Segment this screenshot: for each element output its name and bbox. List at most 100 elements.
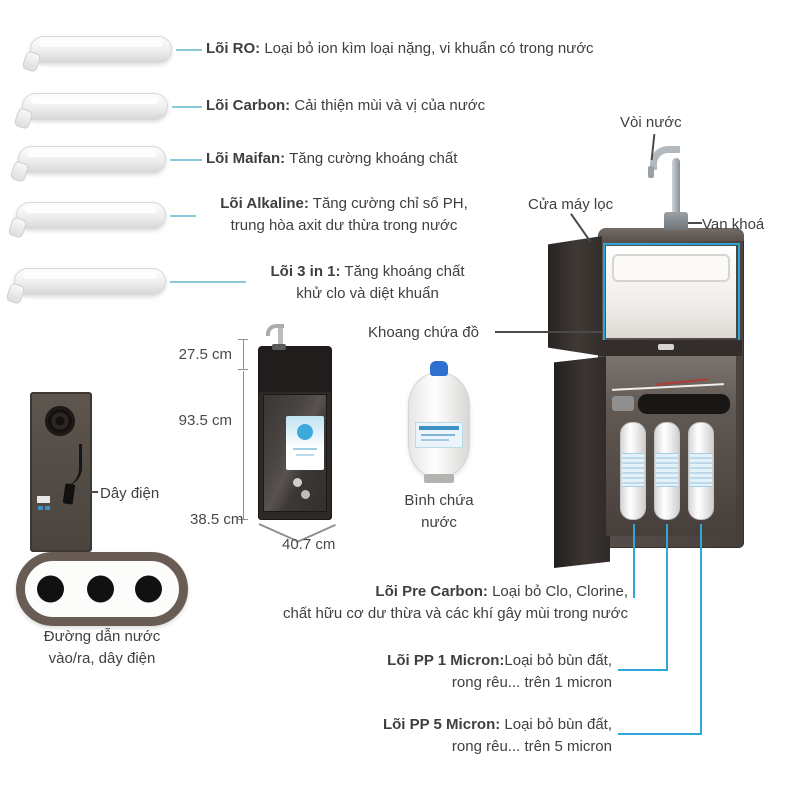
dim-line-93 xyxy=(243,371,244,519)
filter-name: Lõi PP 5 Micron: xyxy=(382,716,501,733)
faucet-pipe xyxy=(672,158,680,216)
filter-name: Lõi Pre Carbon: xyxy=(375,583,488,600)
connector-line-alkaline xyxy=(170,215,196,217)
inner-filter-pp1 xyxy=(654,422,680,520)
filter-door-pointer-line xyxy=(570,213,591,243)
dim-line-27 xyxy=(243,339,244,369)
dim-tick-mid xyxy=(238,369,248,370)
dim-label-27: 27.5 cm xyxy=(178,346,232,363)
back-sticker xyxy=(37,496,50,503)
inner-filter-pp5 xyxy=(688,422,714,520)
vent-grill-icon xyxy=(45,406,75,436)
dim-label-width: 38.5 cm xyxy=(190,511,244,528)
storage-label: Khoang chứa đồ xyxy=(368,324,479,341)
front-faucet-curve xyxy=(266,324,284,336)
dim-tick-bottom xyxy=(238,519,248,520)
pp5-label: Lõi PP 5 Micron: Loại bỏ bùn đất, rong r… xyxy=(312,714,612,758)
filter-label-alkaline: Lõi Alkaline: Tăng cường chỉ số PH, trun… xyxy=(198,193,490,237)
filter-cartridge-alkaline xyxy=(16,202,166,229)
filter-cartridge-3in1 xyxy=(14,268,166,295)
front-machine-poster xyxy=(286,416,324,470)
storage-highlight-box xyxy=(603,243,740,343)
filter-sticker xyxy=(690,453,712,487)
sticker-text-line xyxy=(421,439,449,441)
faucet-spout-tip xyxy=(648,166,654,178)
filter-label-carbon: Lõi Carbon: Cải thiện mùi và vị của nước xyxy=(206,95,485,117)
storage-pointer-line xyxy=(495,331,603,333)
storage-tray xyxy=(612,254,730,282)
filter-desc: Loại bỏ Clo, Clorine, xyxy=(487,583,628,600)
sticker-band xyxy=(419,426,459,430)
filter-desc: Loại bỏ bùn đất, xyxy=(504,652,612,669)
filter-sticker xyxy=(656,453,678,487)
cabinet-door-bottom-open xyxy=(554,356,610,568)
cable-pointer-line xyxy=(82,491,98,493)
power-cable xyxy=(60,444,82,486)
dim-label-93: 93.5 cm xyxy=(178,412,232,429)
filter-name: Lõi RO: xyxy=(206,40,261,57)
filter-cartridge-ro xyxy=(30,36,172,63)
filter-desc-line2: trung hòa axit dư thừa trong nước xyxy=(230,217,458,234)
pre-carbon-label: Lõi Pre Carbon: Loại bỏ Clo, Clorine, ch… xyxy=(228,581,628,625)
valve-pointer-line xyxy=(688,222,702,224)
cabinet-door-top-open xyxy=(548,236,602,356)
front-faucet-base xyxy=(272,344,286,350)
filter-door-label: Cửa máy lọc xyxy=(528,196,614,213)
filter-name: Lõi PP 1 Micron: xyxy=(387,652,505,669)
connector-line-3in1 xyxy=(170,281,246,283)
port-hole xyxy=(87,575,114,603)
dim-label-depth: 40.7 cm xyxy=(282,536,336,553)
dispenser-knob xyxy=(293,478,302,487)
back-port-blue xyxy=(38,506,43,510)
filter-desc: Loại bỏ ion kìm loại nặng, vi khuẩn có t… xyxy=(260,40,594,57)
cable-arrow-icon xyxy=(76,488,83,496)
filter-desc: Tăng cường chỉ số PH, xyxy=(308,195,468,212)
valve-label: Van khoá xyxy=(702,216,765,233)
front-faucet-pipe xyxy=(278,328,283,348)
faucet-valve-base xyxy=(664,212,688,230)
front-machine-top-panel xyxy=(259,347,331,392)
poster-text-line xyxy=(296,454,314,456)
connector-line-ro xyxy=(176,49,202,51)
tank-sticker xyxy=(415,422,463,448)
power-cable-label: Dây điện xyxy=(100,485,160,502)
ports-oval xyxy=(16,552,188,626)
pp1-label: Lõi PP 1 Micron:Loại bỏ bùn đất, rong rê… xyxy=(312,650,612,694)
port-hole xyxy=(135,575,162,603)
water-drop-icon xyxy=(297,424,313,440)
filter-desc: Loại bỏ bùn đất, xyxy=(500,716,612,733)
filter-desc: Cải thiện mùi và vị của nước xyxy=(290,97,486,114)
filter-name: Lõi Alkaline: xyxy=(220,195,309,212)
cabinet-top-face xyxy=(598,228,744,241)
booster-pump xyxy=(638,394,730,414)
filter-name: Lõi Carbon: xyxy=(206,97,291,114)
connector-line-maifan xyxy=(170,159,202,161)
port-hole xyxy=(37,575,64,603)
filter-name: Lõi Maifan: xyxy=(206,150,286,167)
tank-base xyxy=(424,474,454,483)
filter-cartridge-carbon xyxy=(22,93,168,120)
connector-line-carbon xyxy=(172,106,202,108)
back-port-blue xyxy=(45,506,50,510)
pp1-line-horizontal xyxy=(618,669,668,671)
dispenser-knob xyxy=(301,490,310,499)
filter-desc-line2: chất hữu cơ dư thừa và các khí gây mùi t… xyxy=(283,605,628,622)
faucet-label: Vòi nước xyxy=(620,114,682,131)
tank-label: Bình chứa nước xyxy=(404,492,474,531)
pre-carbon-line xyxy=(633,524,635,598)
inner-filter-pre-carbon xyxy=(620,422,646,520)
cabinet-latch xyxy=(658,344,674,350)
filter-label-maifan: Lõi Maifan: Tăng cường khoáng chất xyxy=(206,148,457,170)
filter-desc-line2: khử clo và diệt khuẩn xyxy=(296,285,439,302)
filter-name: Lõi 3 in 1: xyxy=(270,263,341,280)
faucet-curve xyxy=(650,146,680,170)
pp5-line xyxy=(700,524,702,734)
filter-desc: Tăng khoáng chất xyxy=(340,263,465,280)
filter-desc-line2: rong rêu... trên 5 micron xyxy=(451,738,612,755)
filter-label-ro: Lõi RO: Loại bỏ ion kìm loại nặng, vi kh… xyxy=(206,38,594,60)
filter-desc-line2: rong rêu... trên 1 micron xyxy=(451,674,612,691)
pp5-line-horizontal xyxy=(618,733,702,735)
filter-label-3in1: Lõi 3 in 1: Tăng khoáng chất khử clo và … xyxy=(250,261,485,305)
ports-label: Đường dẫn nước vào/ra, dây điện xyxy=(43,628,161,667)
